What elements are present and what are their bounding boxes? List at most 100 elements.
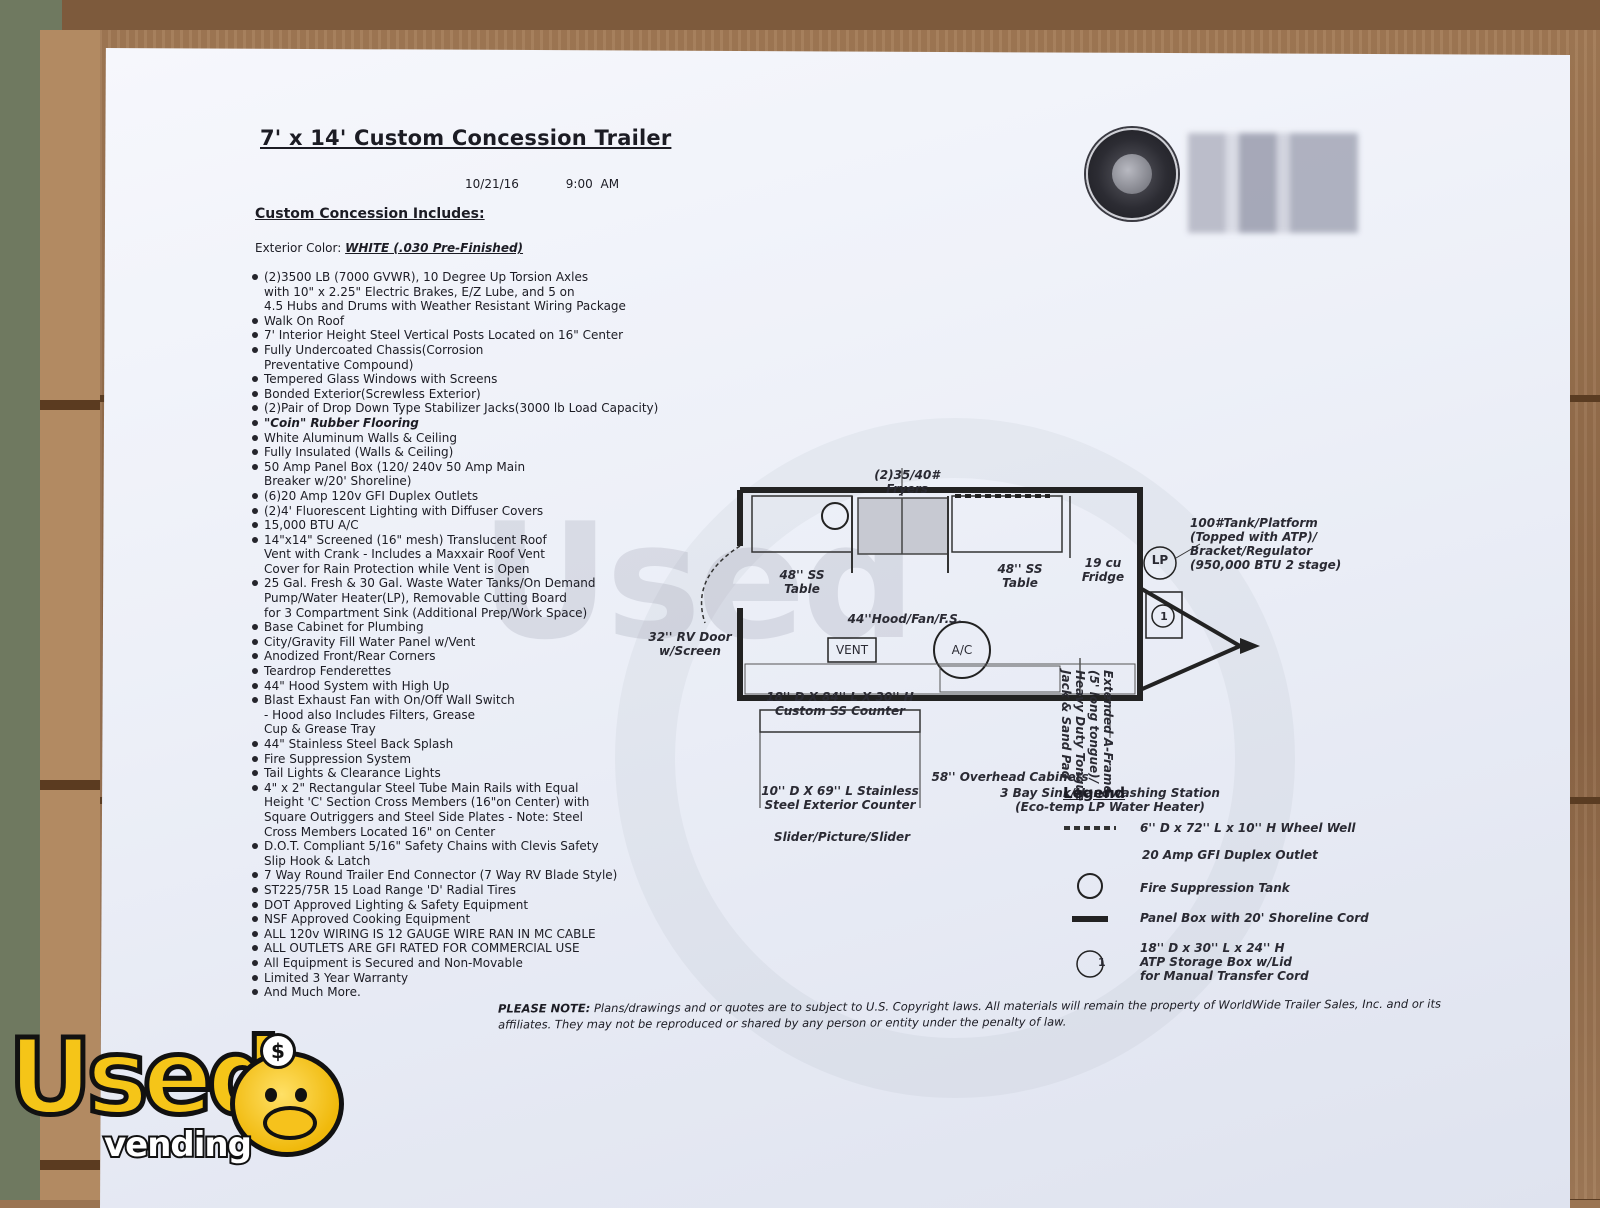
sink-label: 3 Bay Sink/Handwashing Station (Eco-temp… bbox=[1000, 786, 1220, 814]
custom-counter-label: 18'' D X 84'' L X 30'' H Custom SS Count… bbox=[766, 690, 914, 718]
copyright-note: PLEASE NOTE: Plans/drawings and or quote… bbox=[498, 995, 1483, 1032]
feature-item: Walk On Roof bbox=[250, 314, 720, 329]
floor-plan-drawing bbox=[700, 468, 1260, 808]
feature-item: Anodized Front/Rear Corners bbox=[250, 649, 720, 664]
fryers-label: (2)35/40# Fryers bbox=[874, 468, 940, 496]
hood-label: 44''Hood/Fan/F.S. bbox=[847, 612, 963, 626]
piggy-mascot-icon bbox=[230, 1051, 344, 1157]
feature-item: ALL OUTLETS ARE GFI RATED FOR COMMERCIAL… bbox=[250, 941, 720, 956]
feature-item: And Much More. bbox=[250, 985, 720, 1000]
lp-tank-shape bbox=[1143, 546, 1177, 580]
panel-box-symbol bbox=[1072, 916, 1108, 922]
fire-tank-symbol bbox=[1077, 873, 1103, 899]
ac-label: A/C bbox=[951, 643, 973, 657]
table-left-label: 48'' SS Table bbox=[779, 568, 825, 596]
legend-outlet: 20 Amp GFI Duplex Outlet bbox=[1142, 848, 1318, 862]
feature-item: (2)4' Fluorescent Lighting with Diffuser… bbox=[250, 504, 720, 519]
atp-box-symbol bbox=[1076, 950, 1104, 978]
table-right-label: 48'' SS Table bbox=[997, 562, 1043, 590]
worldwide-trailers-logo bbox=[1086, 128, 1178, 220]
feature-item: Fully Undercoated Chassis(Corrosion Prev… bbox=[250, 343, 720, 372]
feature-item: ALL 120v WIRING IS 12 GAUGE WIRE RAN IN … bbox=[250, 927, 720, 942]
hitch-arrow bbox=[1240, 638, 1260, 654]
table-left-shape bbox=[751, 495, 853, 553]
document-date: 10/21/16 bbox=[465, 177, 519, 191]
atp-box-shape bbox=[1145, 591, 1183, 639]
ac-shape bbox=[933, 621, 991, 679]
feature-item: 4" x 2" Rectangular Steel Tube Main Rail… bbox=[250, 781, 720, 839]
feature-item: Limited 3 Year Warranty bbox=[250, 971, 720, 986]
fryers-shape bbox=[857, 497, 949, 555]
feature-item: Base Cabinet for Plumbing bbox=[250, 620, 720, 635]
feature-item: Fully Insulated (Walls & Ceiling) bbox=[250, 445, 720, 460]
feature-item: Tempered Glass Windows with Screens bbox=[250, 372, 720, 387]
legend-symbols bbox=[1064, 826, 1116, 978]
legend-atp-box: 18'' D x 30'' L x 24'' H ATP Storage Box… bbox=[1140, 941, 1309, 983]
vent-shape bbox=[827, 637, 877, 663]
feature-item: White Aluminum Walls & Ceiling bbox=[250, 431, 720, 446]
feature-item: NSF Approved Cooking Equipment bbox=[250, 912, 720, 927]
document-time: 9:00 AM bbox=[565, 177, 620, 191]
legend-marker: 1 bbox=[1098, 956, 1106, 969]
exterior-color-row: Exterior Color: WHITE (.030 Pre-Finished… bbox=[255, 241, 523, 255]
feature-item: (2)3500 LB (7000 GVWR), 10 Degree Up Tor… bbox=[250, 270, 720, 314]
table-right-shape bbox=[951, 495, 1063, 553]
exterior-color-value: WHITE (.030 Pre-Finished) bbox=[345, 241, 524, 255]
slider-label: Slider/Picture/Slider bbox=[773, 830, 911, 844]
mascot-eye-right bbox=[295, 1088, 307, 1102]
rv-door-label: 32'' RV Door w/Screen bbox=[648, 630, 732, 658]
feature-item: Fire Suppression System bbox=[250, 752, 720, 767]
redacted-contact-info bbox=[1188, 133, 1358, 233]
feature-item: All Equipment is Secured and Non-Movable bbox=[250, 956, 720, 971]
globe-icon bbox=[1112, 154, 1152, 194]
feature-item: Blast Exhaust Fan with On/Off Wall Switc… bbox=[250, 693, 720, 737]
feature-item: Bonded Exterior(Screwless Exterior) bbox=[250, 387, 720, 402]
mascot-snout bbox=[263, 1106, 317, 1140]
legend-fire-tank: Fire Suppression Tank bbox=[1140, 881, 1290, 895]
feature-item: Teardrop Fenderettes bbox=[250, 664, 720, 679]
overhead-cabinets-label: 58'' Overhead Cabinets bbox=[931, 770, 1089, 784]
exterior-counter-label: 10'' D X 69'' L Stainless Steel Exterior… bbox=[761, 784, 919, 812]
door-swing-arc bbox=[700, 545, 741, 624]
floor-plan: (2)35/40# Fryers 48'' SS Table 48'' SS T… bbox=[600, 408, 1400, 814]
note-text: Plans/drawings and or quotes are to subj… bbox=[498, 996, 1441, 1032]
legend-title: Legend bbox=[1063, 784, 1126, 802]
watermark-logo: Used bbox=[480, 488, 916, 675]
atp-marker: 1 bbox=[1160, 610, 1168, 623]
feature-item: (6)20 Amp 120v GFI Duplex Outlets bbox=[250, 489, 720, 504]
feature-item: 15,000 BTU A/C bbox=[250, 518, 720, 533]
includes-heading: Custom Concession Includes: bbox=[255, 206, 485, 222]
used-vending-badge: Used $ vending bbox=[5, 1023, 348, 1185]
trailer-walls bbox=[737, 487, 1143, 701]
document-date-time: 10/21/16 9:00 AM bbox=[465, 177, 619, 191]
feature-item: ST225/75R 15 Load Range 'D' Radial Tires bbox=[250, 883, 720, 898]
feature-item: City/Gravity Fill Water Panel w/Vent bbox=[250, 635, 720, 650]
feature-item: 14"x14" Screened (16" mesh) Translucent … bbox=[250, 533, 720, 577]
feature-item: DOT Approved Lighting & Safety Equipment bbox=[250, 898, 720, 913]
fridge-label: 19 cu Fridge bbox=[1081, 556, 1125, 584]
feature-item: 44" Stainless Steel Back Splash bbox=[250, 737, 720, 752]
dollar-icon: $ bbox=[260, 1033, 296, 1069]
feature-item: 7 Way Round Trailer End Connector (7 Way… bbox=[250, 868, 720, 883]
lp-label: LP bbox=[1151, 553, 1169, 567]
feature-item: 25 Gal. Fresh & 30 Gal. Waste Water Tank… bbox=[250, 576, 720, 620]
fire-suppression-tank-symbol bbox=[821, 502, 849, 530]
propane-tank-label: 100#Tank/Platform (Topped with ATP)/ Bra… bbox=[1190, 516, 1342, 572]
table-plank-left bbox=[40, 30, 100, 1200]
document-title: 7' x 14' Custom Concession Trailer bbox=[260, 126, 672, 150]
feature-item: Tail Lights & Clearance Lights bbox=[250, 766, 720, 781]
feature-item: D.O.T. Compliant 5/16" Safety Chains wit… bbox=[250, 839, 720, 868]
feature-item: 50 Amp Panel Box (120/ 240v 50 Amp Main … bbox=[250, 460, 720, 489]
feature-item: "Coin" Rubber Flooring bbox=[250, 416, 720, 431]
exterior-color-label: Exterior Color: bbox=[255, 241, 342, 255]
feature-item: (2)Pair of Drop Down Type Stabilizer Jac… bbox=[250, 401, 720, 416]
spec-sheet-paper: Used 7' x 14' Custom Concession Trailer … bbox=[100, 48, 1570, 1208]
table-plank-top bbox=[0, 0, 1600, 30]
feature-item: 44" Hood System with High Up bbox=[250, 679, 720, 694]
legend-panel-box: Panel Box with 20' Shoreline Cord bbox=[1140, 911, 1369, 925]
legend-wheel-well: 6'' D x 72'' L x 10'' H Wheel Well bbox=[1140, 821, 1356, 835]
vent-label: VENT bbox=[835, 643, 869, 657]
feature-item: 7' Interior Height Steel Vertical Posts … bbox=[250, 328, 720, 343]
badge-subtitle: vending bbox=[102, 1123, 254, 1167]
note-label: PLEASE NOTE: bbox=[497, 1001, 591, 1016]
